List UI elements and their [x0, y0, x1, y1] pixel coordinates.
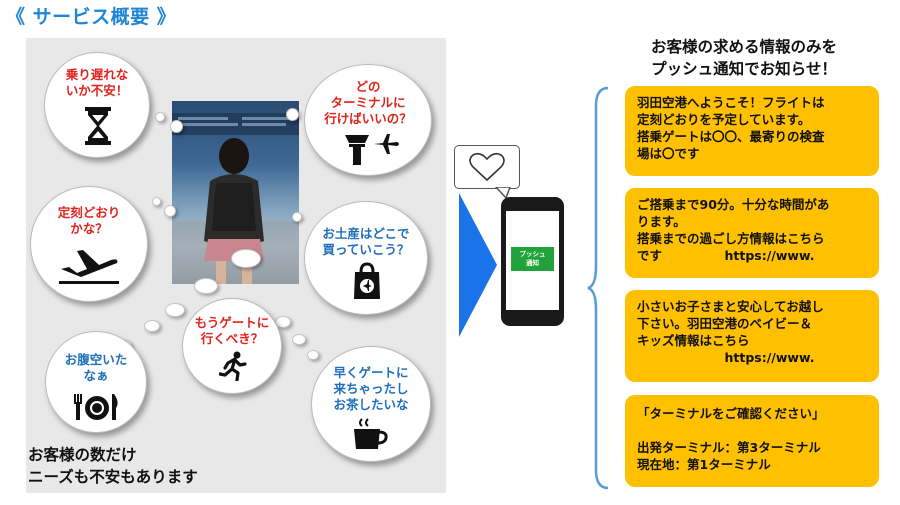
thought-dot: [144, 320, 160, 332]
bubble-missed-flight: 乗り遅れな いか不安！: [44, 52, 150, 158]
bubble-text: もうゲートに 行くべき？: [194, 315, 270, 346]
airplane-icon: [374, 134, 399, 154]
running-person-icon: [219, 351, 247, 381]
bubble-text: お土産はどこで 買っていこう？: [322, 226, 410, 257]
bubble-text: 定刻どおり かな？: [57, 205, 121, 236]
bubble-tea-time: 早くゲートに 来ちゃったし お茶したいな: [311, 346, 431, 462]
smartphone-icon: プッシュ 通知: [501, 197, 564, 326]
notification-card: 「ターミナルをご確認ください」 出発ターミナル：第3ターミナル 現在地：第1ター…: [625, 395, 879, 487]
bubble-go-to-gate: もうゲートに 行くべき？: [182, 298, 282, 394]
thought-dot: [152, 197, 161, 206]
thought-dot: [165, 303, 185, 317]
thought-dot: [292, 334, 306, 345]
needs-caption: お客様の数だけ ニーズも不安もあります: [28, 446, 198, 486]
thought-dot: [292, 212, 302, 222]
shopping-bag-icon: [354, 262, 380, 299]
notification-bubble: [454, 145, 520, 189]
notification-card: ご搭乗まで90分。十分な時間があ ります。 搭乗までの過ごし方情報はこちら です…: [625, 188, 879, 278]
bubble-which-terminal: どの ターミナルに 行けばいいの？: [304, 64, 432, 176]
thought-dot: [231, 249, 261, 268]
notification-card: 羽田空港へようこそ！フライトは 定刻どおりを予定しています。 搭乗ゲートは〇〇、…: [625, 86, 879, 176]
traveler-photo: [172, 101, 299, 284]
thought-dot: [194, 278, 218, 294]
airplane-takeoff-icon: [59, 250, 119, 284]
dinner-plate-icon: [74, 394, 118, 420]
push-headline: お客様の求める情報のみを プッシュ通知でお知らせ！: [650, 38, 837, 78]
thought-dot: [155, 112, 165, 122]
bubble-hungry: お腹空いた なぁ: [45, 331, 147, 433]
thought-dot: [307, 350, 319, 360]
coffee-cup-icon: [354, 418, 388, 449]
page-title: 《 サービス概要 》: [6, 6, 177, 28]
right-arrow-icon: [459, 193, 497, 337]
bubble-text: 早くゲートに 来ちゃったし お茶したいな: [333, 365, 409, 412]
notification-card: 小さいお子さまと安心してお越し 下さい。羽田空港のベイビー＆ キッズ情報はこちら…: [625, 290, 879, 382]
bubble-text: どの ターミナルに 行けばいいの？: [324, 79, 412, 126]
phone-screen: プッシュ 通知: [506, 211, 559, 310]
thought-dot: [170, 120, 183, 133]
thought-dot: [286, 108, 299, 121]
notification-tail: [495, 187, 511, 199]
push-notification-button[interactable]: プッシュ 通知: [511, 247, 554, 271]
traveler-illustration: [172, 113, 299, 284]
bubble-text: お腹空いた なぁ: [64, 352, 128, 383]
control-tower-icon: [345, 135, 369, 165]
bubble-on-time: 定刻どおり かな？: [30, 186, 148, 302]
thought-dot: [164, 205, 176, 217]
bubble-souvenirs: お土産はどこで 買っていこう？: [304, 201, 428, 315]
hourglass-icon: [85, 107, 111, 145]
heart-icon: [469, 152, 505, 182]
curly-brace: [587, 86, 609, 490]
bubble-text: 乗り遅れな いか不安！: [65, 67, 129, 98]
